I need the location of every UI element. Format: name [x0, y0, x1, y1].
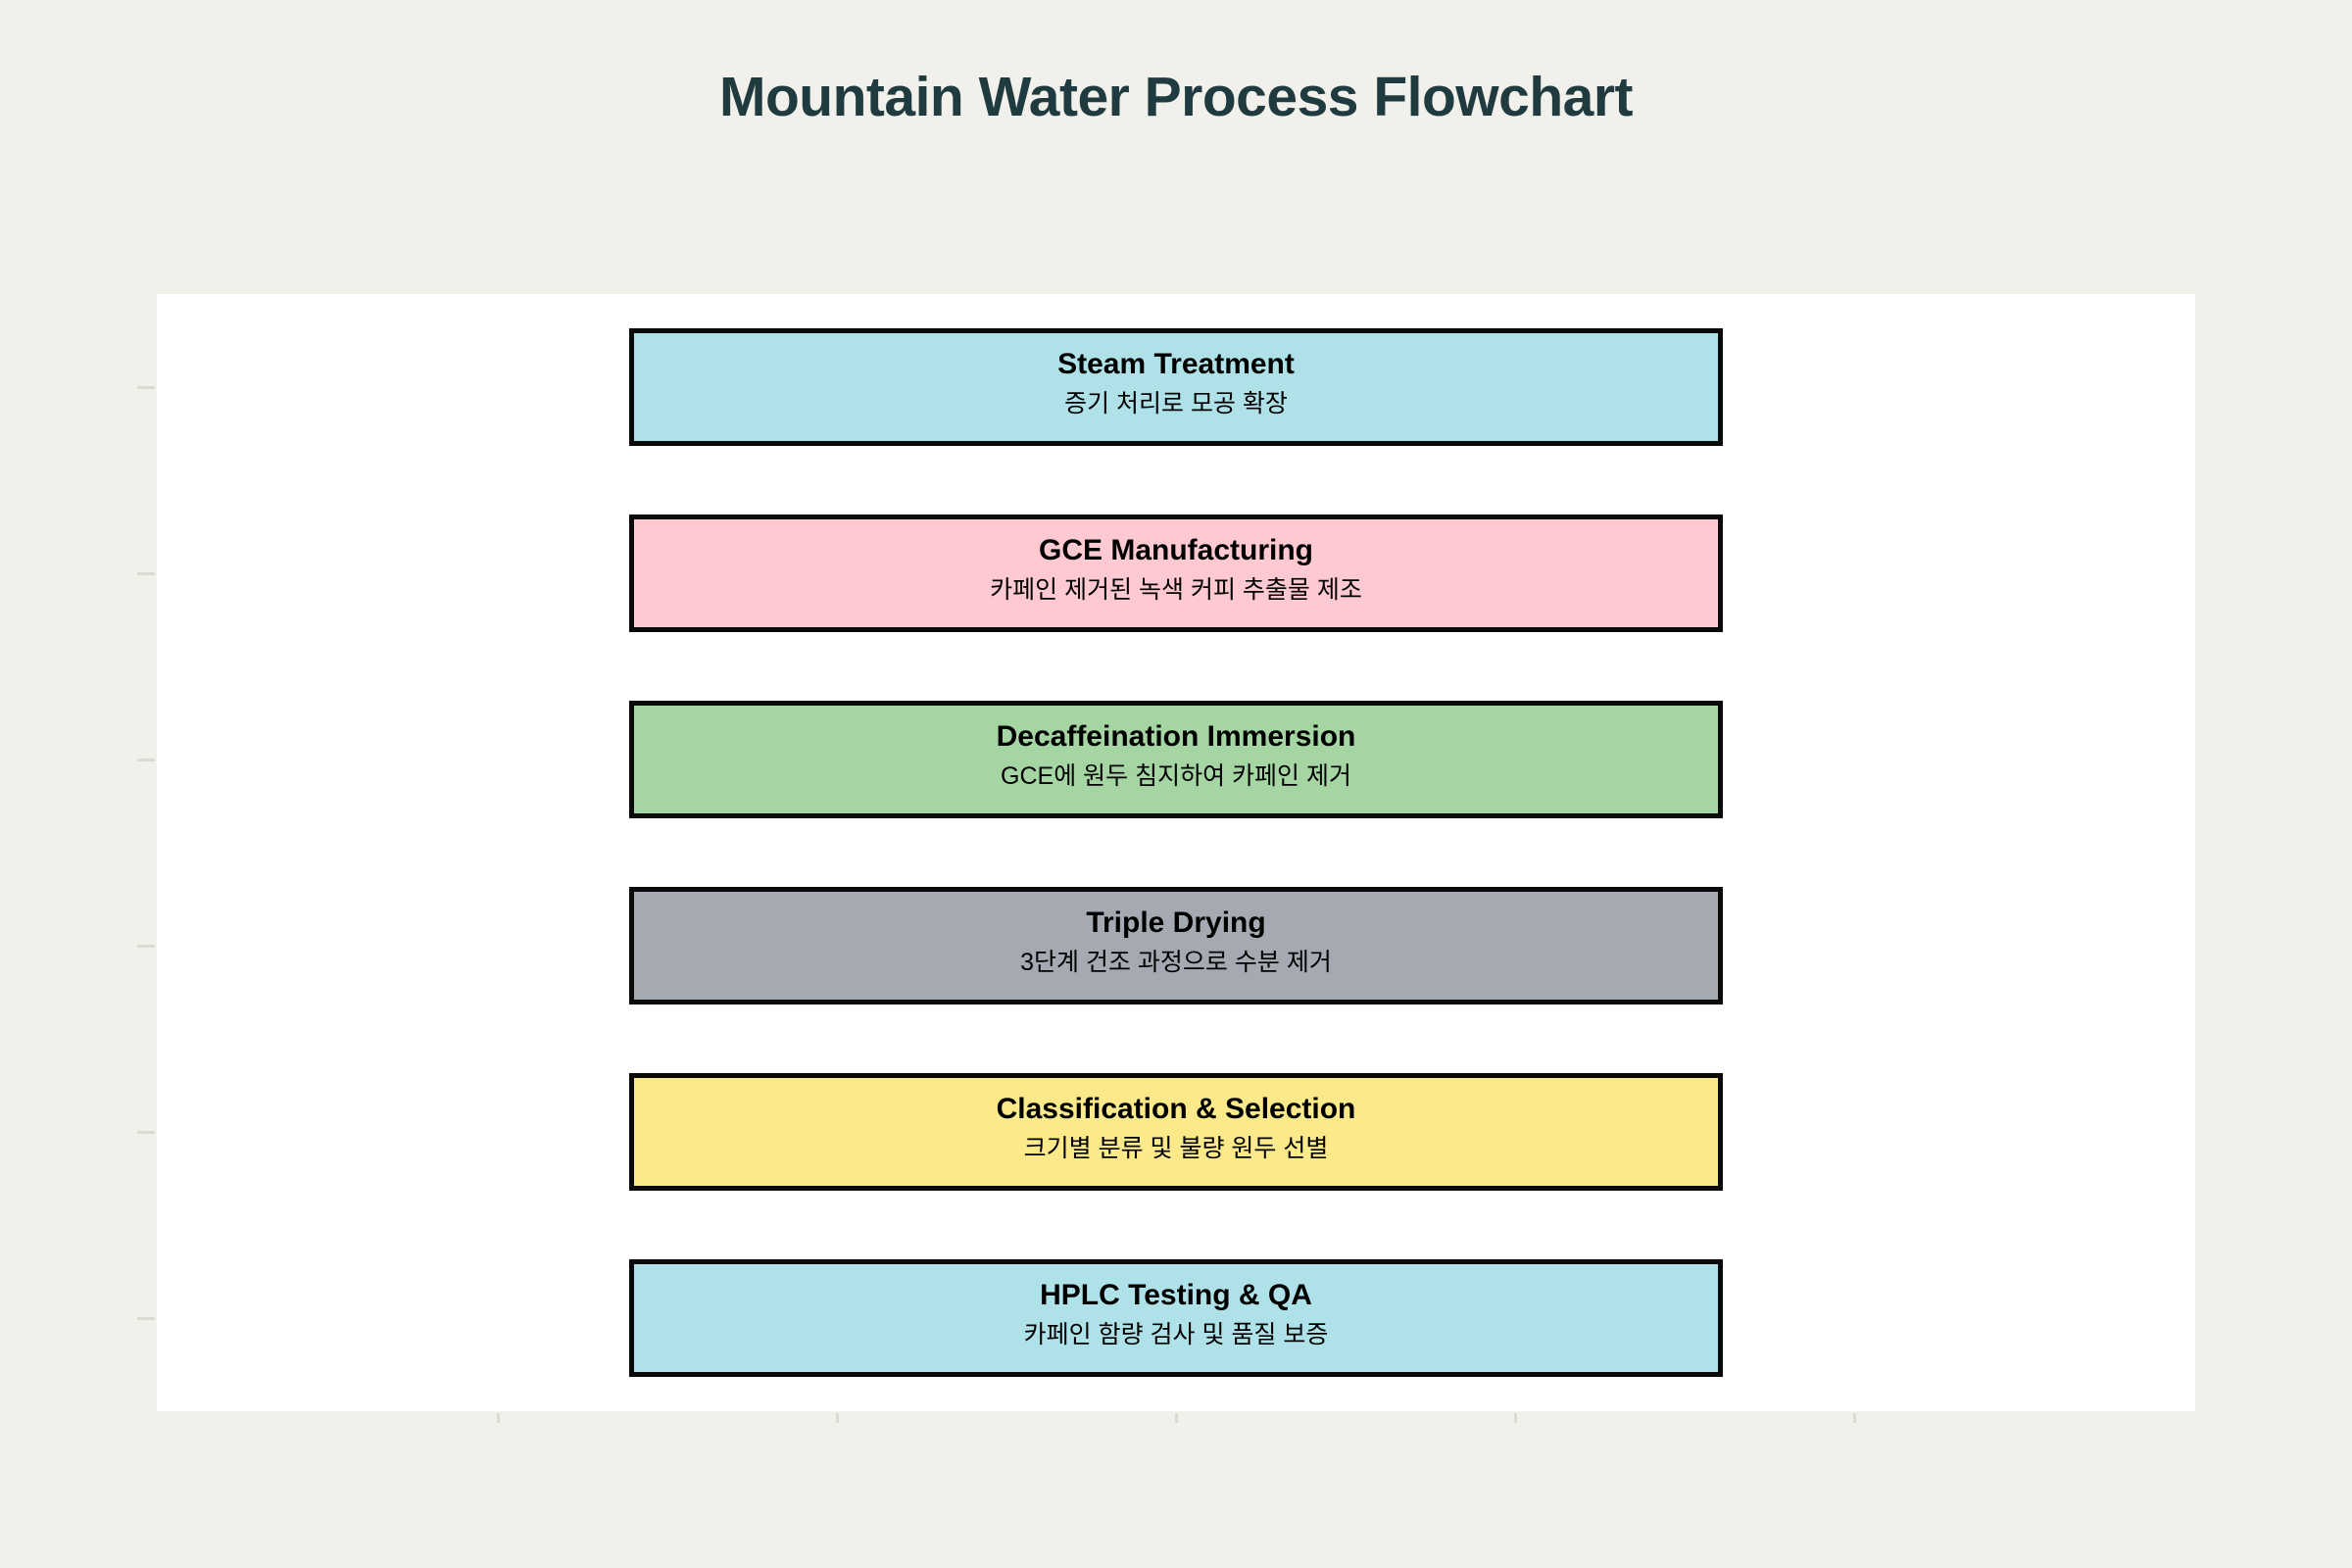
- x-axis-tick: [497, 1413, 500, 1423]
- flow-step: Triple Drying 3단계 건조 과정으로 수분 제거: [629, 887, 1723, 1004]
- step-title: Triple Drying: [1086, 906, 1266, 939]
- flow-step: HPLC Testing & QA 카페인 함량 검사 및 품질 보증: [629, 1259, 1723, 1377]
- y-axis-tick: [137, 945, 155, 948]
- step-title: HPLC Testing & QA: [1040, 1278, 1312, 1311]
- x-axis-tick: [1514, 1413, 1517, 1423]
- y-axis-tick: [137, 759, 155, 761]
- step-subtitle: 카페인 함량 검사 및 품질 보증: [1023, 1320, 1329, 1348]
- step-subtitle: 크기별 분류 및 불량 원두 선별: [1023, 1134, 1329, 1162]
- x-axis-tick: [1853, 1413, 1856, 1423]
- flow-step: Classification & Selection 크기별 분류 및 불량 원두…: [629, 1073, 1723, 1191]
- step-subtitle: 증기 처리로 모공 확장: [1064, 389, 1288, 417]
- step-title: Decaffeination Immersion: [996, 719, 1356, 753]
- step-subtitle: 카페인 제거된 녹색 커피 추출물 제조: [990, 575, 1362, 604]
- x-axis-tick: [836, 1413, 839, 1423]
- y-axis-tick: [137, 1317, 155, 1320]
- x-axis-tick: [1175, 1413, 1178, 1423]
- step-subtitle: GCE에 원두 침지하여 카페인 제거: [1001, 761, 1351, 790]
- step-subtitle: 3단계 건조 과정으로 수분 제거: [1020, 948, 1332, 976]
- y-axis-tick: [137, 572, 155, 575]
- flow-step: GCE Manufacturing 카페인 제거된 녹색 커피 추출물 제조: [629, 514, 1723, 632]
- page-title: Mountain Water Process Flowchart: [718, 66, 1634, 128]
- y-axis-tick: [137, 386, 155, 389]
- step-title: Steam Treatment: [1057, 347, 1295, 380]
- step-title: GCE Manufacturing: [1038, 533, 1313, 566]
- step-title: Classification & Selection: [996, 1092, 1356, 1125]
- flow-step: Steam Treatment 증기 처리로 모공 확장: [629, 328, 1723, 446]
- y-axis-tick: [137, 1131, 155, 1134]
- flowchart-canvas: Steam Treatment 증기 처리로 모공 확장 GCE Manufactu…: [157, 294, 2195, 1411]
